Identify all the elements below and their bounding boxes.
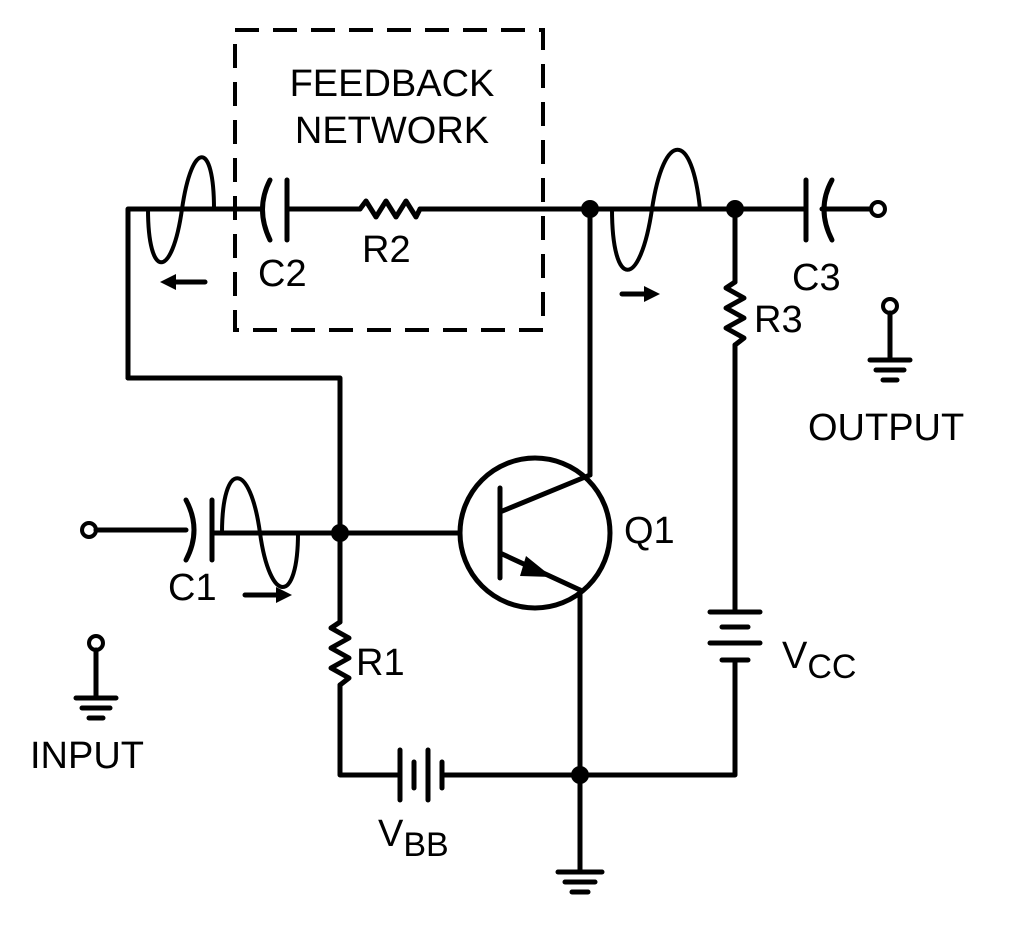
input-ground-icon [73, 634, 119, 721]
vcc-label: VCC [782, 635, 856, 686]
battery-vbb [397, 747, 445, 803]
feedback-network-label-line2: NETWORK [295, 110, 489, 152]
feedback-arrow-left-icon [160, 274, 208, 290]
input-arrow-right-icon [242, 587, 292, 603]
output-signal-waveform [610, 147, 702, 272]
main-ground-icon [555, 869, 605, 895]
r2-label: R2 [362, 229, 411, 271]
input-label: INPUT [30, 735, 144, 777]
capacitor-c1 [183, 497, 215, 563]
c1-label: C1 [168, 567, 217, 609]
capacitor-c2 [260, 177, 290, 243]
transistor-q1 [457, 455, 613, 611]
resistor-r2 [357, 198, 423, 220]
r3-label: R3 [754, 299, 803, 341]
battery-vcc [707, 609, 763, 663]
output-ground-icon [867, 297, 913, 383]
feedback-wire [125, 206, 738, 536]
junction-ground-node [571, 766, 589, 784]
vcc-return-wire [582, 657, 738, 778]
input-signal-waveform [220, 476, 300, 589]
q1-label: Q1 [624, 510, 675, 552]
output-terminal [869, 200, 887, 218]
vbb-label: VBB [378, 813, 449, 864]
output-arrow-right-icon [619, 286, 660, 302]
r1-label: R1 [356, 642, 405, 684]
resistor-r1 [328, 619, 352, 688]
c3-label: C3 [792, 257, 841, 299]
resistor-r3 [723, 279, 747, 348]
feedback-network-label-line1: FEEDBACK [290, 63, 495, 105]
output-label: OUTPUT [808, 407, 964, 449]
r1-to-vbb-wire [337, 682, 403, 778]
feedback-network-box [233, 28, 545, 332]
c2-label: C2 [258, 253, 307, 295]
feedback-signal-waveform [146, 155, 216, 264]
